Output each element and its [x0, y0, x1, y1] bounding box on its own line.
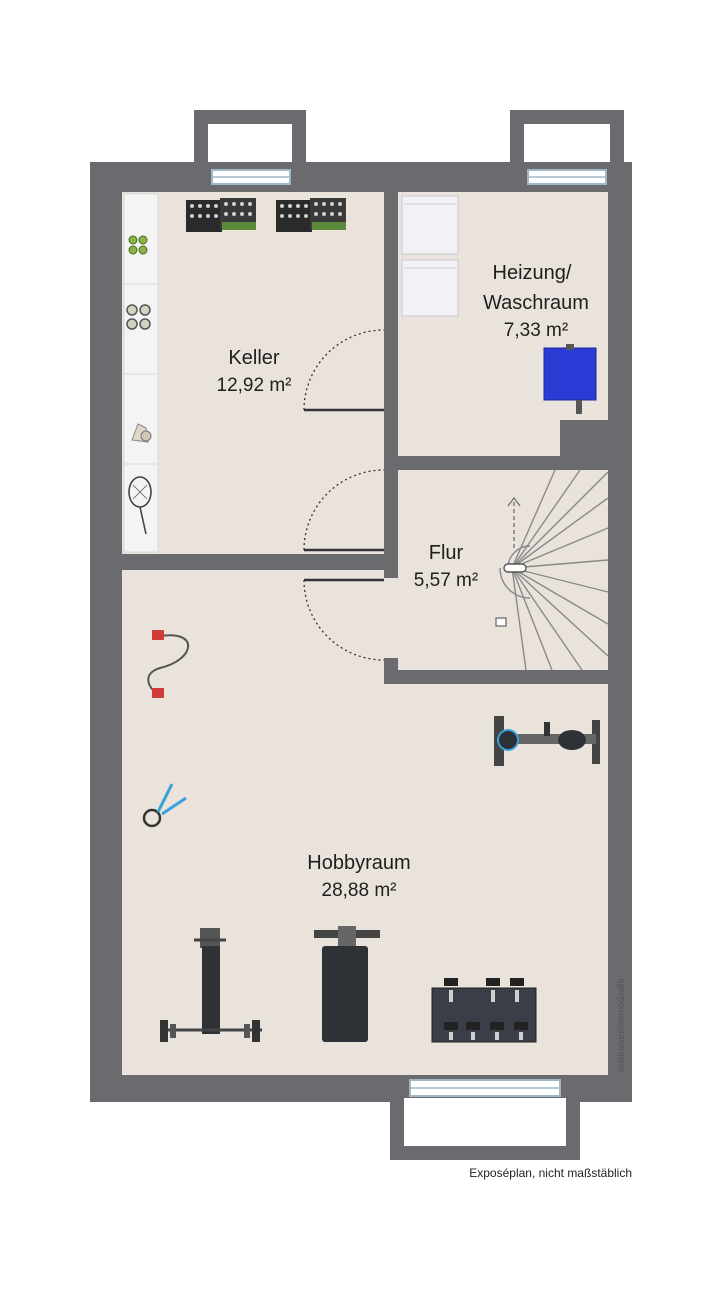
- boiler-icon: [543, 344, 597, 414]
- floors: [122, 192, 608, 1075]
- resistance-band-icon: [147, 630, 190, 698]
- dryer-icon: [401, 259, 459, 317]
- exercise-bike-icon: [494, 716, 600, 766]
- room-label-keller: Keller 12,92 m²: [217, 347, 292, 396]
- bottle-crate-icon: [276, 198, 346, 232]
- room-name: Waschraum: [483, 292, 589, 314]
- room-name: Heizung/: [493, 262, 572, 284]
- bottle-crates: [186, 198, 346, 232]
- room-name: Keller: [228, 347, 279, 369]
- room-name: Flur: [429, 542, 464, 564]
- cleaning-supplies-icon: [131, 423, 152, 443]
- plan-disclaimer: Exposéplan, nicht maßstäblich: [469, 1166, 632, 1180]
- washing-machine-icon: [401, 195, 459, 255]
- weight-bench-icon: [314, 926, 380, 1042]
- tennis-racket-icon: [128, 476, 152, 535]
- doors: [303, 329, 385, 661]
- staircase-icon: [495, 469, 609, 671]
- dumbbell-rack-icon: [431, 978, 537, 1043]
- room-label-heizung: Heizung/ Waschraum 7,33 m²: [483, 262, 589, 341]
- bottles-icon: [128, 235, 148, 255]
- room-area: 28,88 m²: [322, 880, 397, 901]
- room-label-flur: Flur 5,57 m²: [414, 542, 478, 591]
- room-area: 7,33 m²: [504, 320, 568, 341]
- jump-rope-icon: [142, 783, 187, 828]
- room-name: Hobbyraum: [307, 852, 410, 874]
- windows: [211, 169, 607, 1097]
- bottle-crate-icon: [186, 198, 256, 232]
- room-area: 12,92 m²: [217, 375, 292, 396]
- room-label-hobbyraum: Hobbyraum 28,88 m²: [307, 852, 410, 901]
- cans-icon: [126, 304, 151, 330]
- room-area: 5,57 m²: [414, 570, 478, 591]
- weight-bench-icon: [160, 928, 262, 1042]
- storage-shelf: [123, 193, 159, 553]
- illustration-credit: illustration©immoGrafik: [616, 978, 626, 1072]
